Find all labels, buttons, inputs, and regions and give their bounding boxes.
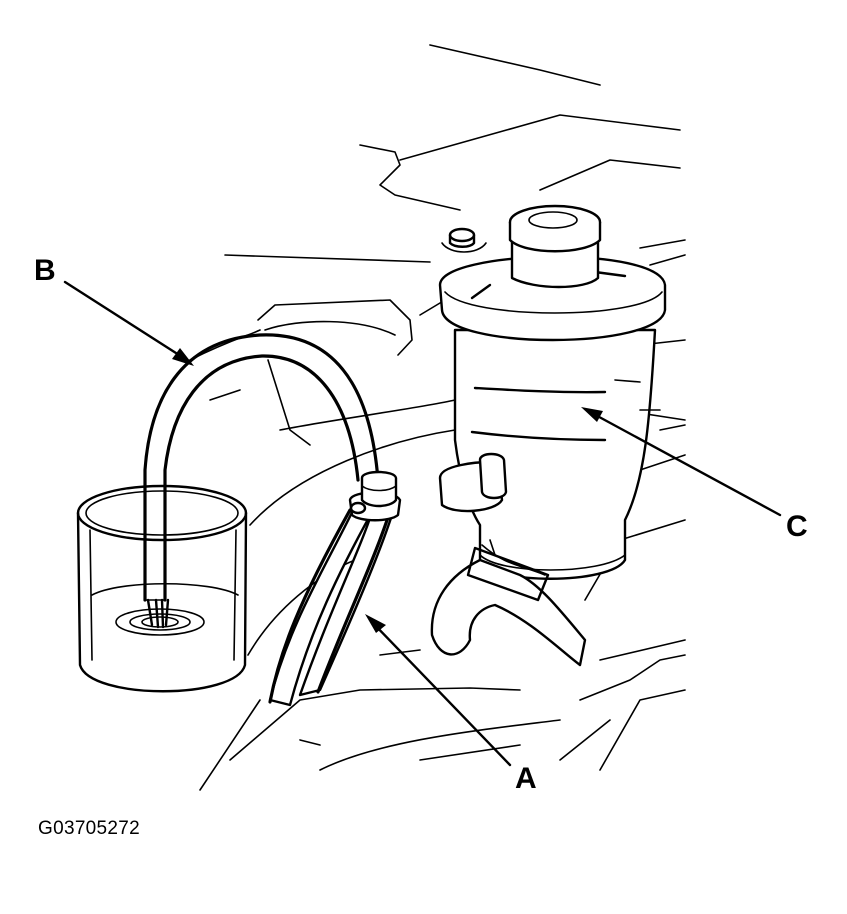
bolt-head bbox=[441, 227, 487, 253]
container bbox=[76, 484, 248, 693]
callout-label-c: C bbox=[786, 510, 808, 543]
reservoir bbox=[438, 204, 667, 580]
tube-b bbox=[143, 333, 398, 602]
callout-label-a: A bbox=[515, 762, 537, 795]
callout-label-b: B bbox=[34, 254, 56, 287]
figure-id: G03705272 bbox=[38, 818, 141, 839]
hose-a bbox=[268, 491, 402, 707]
callout-leaders bbox=[63, 280, 782, 767]
return-hose bbox=[430, 539, 587, 667]
